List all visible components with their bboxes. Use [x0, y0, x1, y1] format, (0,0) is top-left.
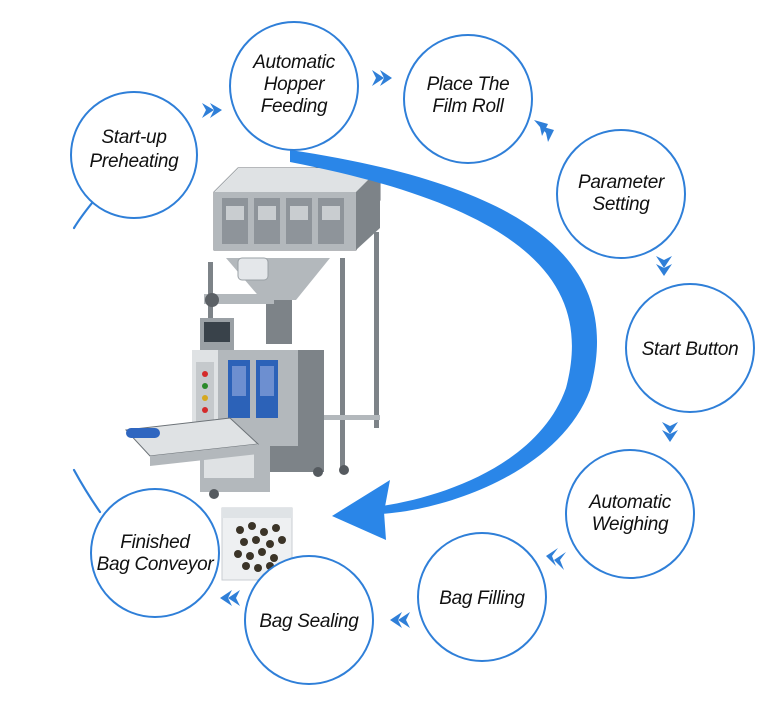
- chevron-arrow-2-icon: [372, 70, 384, 86]
- ring-arc-top-left: [72, 201, 94, 230]
- step-label-line: Feeding: [261, 96, 328, 117]
- step-label-line: Film Roll: [432, 96, 504, 117]
- svg-text:Bag Sealing: Bag Sealing: [259, 611, 359, 632]
- chevron-arrow-6b-icon: [554, 552, 566, 570]
- step-label-line: Weighing: [592, 514, 669, 535]
- chevron-arrow-4-icon: [656, 256, 672, 268]
- chevron-arrow-7b-icon: [398, 612, 410, 628]
- step-label-line: Bag Sealing: [259, 611, 359, 632]
- step-label-line: Automatic: [252, 52, 336, 73]
- step-label-line: Start-up: [101, 127, 166, 148]
- step-label-line: Setting: [592, 194, 650, 215]
- svg-text:Bag Filling: Bag Filling: [439, 588, 525, 609]
- step-label-line: Preheating: [90, 151, 180, 172]
- step-label-line: Bag Conveyor: [97, 554, 215, 575]
- packaging-machine-illustration: [124, 167, 381, 499]
- chevron-arrow-8b-icon: [228, 590, 240, 606]
- step-label-line: Place The: [427, 74, 510, 95]
- step-label-line: Start Button: [642, 339, 739, 360]
- step-bag-sealing: Bag Sealing: [244, 555, 374, 685]
- ring-arc-bottom-left: [72, 468, 102, 514]
- svg-text:Start Button: Start Button: [642, 339, 739, 360]
- step-start-button: Start Button: [625, 283, 755, 413]
- step-bag-filling: Bag Filling: [417, 532, 547, 662]
- chevron-arrow-1b-icon: [210, 103, 222, 118]
- step-label-line: Parameter: [578, 172, 665, 193]
- step-label-line: Hopper: [264, 74, 325, 95]
- chevron-arrow-5b-icon: [662, 430, 678, 442]
- chevron-arrow-7-icon: [390, 612, 402, 628]
- chevron-arrow-3b-icon: [540, 126, 554, 142]
- chevron-arrow-6-icon: [546, 548, 558, 566]
- step-label-line: Automatic: [588, 492, 672, 513]
- step-label-line: Bag Filling: [439, 588, 525, 609]
- chevron-arrow-8-icon: [220, 590, 232, 606]
- flow-arrow: [290, 150, 598, 540]
- chevron-arrow-3-icon: [534, 120, 548, 136]
- chevron-arrow-2b-icon: [380, 70, 392, 86]
- step-label-line: Finished: [120, 532, 191, 553]
- chevron-arrow-1-icon: [202, 103, 214, 118]
- chevron-arrow-4b-icon: [656, 264, 672, 276]
- chevron-arrow-5-icon: [662, 422, 678, 434]
